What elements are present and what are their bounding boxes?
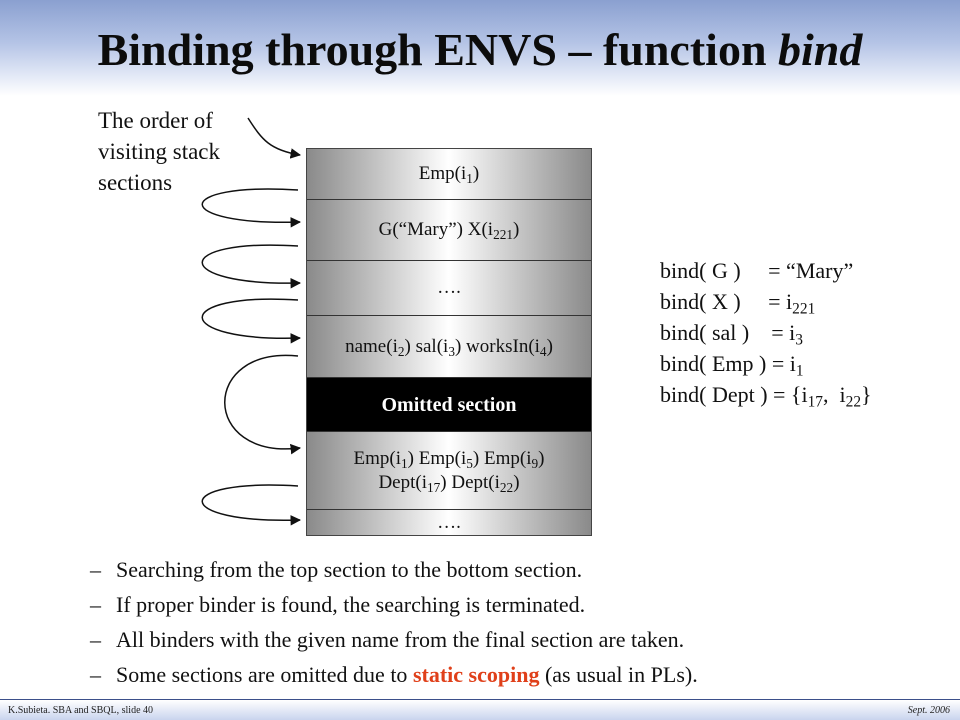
bullet-item: –Searching from the top section to the b… [90, 557, 583, 582]
footer-divider [0, 699, 960, 700]
bind-x: bind( X ) = i221 [660, 289, 816, 318]
order-label-line: visiting stack [98, 139, 221, 164]
title-band [0, 0, 960, 96]
title-italic: bind [778, 24, 863, 75]
footer-author: K.Subieta. SBA and SBQL, slide 40 [8, 705, 154, 716]
title-text: Binding through ENVS – function [97, 24, 779, 75]
arrow-s2-s3 [201, 244, 302, 289]
stack-section-emp: Emp(i1) [307, 149, 591, 200]
bullet-item: –All binders with the given name from th… [90, 627, 685, 652]
bullet-item: –If proper binder is found, the searchin… [90, 592, 586, 617]
footer-date: Sept. 2006 [907, 705, 950, 716]
section-text: …. [437, 511, 461, 533]
section-text: G(“Mary”) X(i221) [378, 219, 520, 242]
arrow-s3-s4 [201, 298, 302, 344]
section-text: Emp(i1) [418, 163, 480, 186]
section-text: Emp(i1) Emp(i5) Emp(i9) Dept(i17) Dept(i… [353, 447, 545, 495]
footer-band [0, 700, 960, 720]
arrow-s4-s6 [224, 354, 302, 455]
bind-emp: bind( Emp ) = i1 [660, 351, 804, 380]
bullet-item: –Some sections are omitted due to static… [90, 662, 698, 687]
order-label: The order of visiting stack sections [98, 105, 220, 198]
bind-results: bind( G ) = “Mary” bind( X ) = i221 bind… [660, 255, 872, 410]
bind-g: bind( G ) = “Mary” [660, 258, 854, 283]
section-text: name(i2) sal(i3) worksIn(i4) [345, 335, 553, 359]
order-label-line: The order of [98, 108, 213, 133]
bind-dept: bind( Dept ) = {i17, i22} [660, 382, 872, 411]
static-scoping-highlight: static scoping [412, 662, 540, 687]
stack-section-emp-dept: Emp(i1) Emp(i5) Emp(i9) Dept(i17) Dept(i… [307, 432, 591, 510]
section-text: Omitted section [381, 393, 517, 416]
arrow-start [247, 117, 302, 159]
stack-section-bottom-ellipsis: …. [307, 510, 591, 535]
bind-sal: bind( sal ) = i3 [660, 320, 803, 349]
stack-section-omitted: Omitted section [307, 378, 591, 432]
environment-stack: Emp(i1) G(“Mary”) X(i221) …. name(i2) sa… [306, 148, 592, 536]
section-text: …. [437, 277, 461, 298]
order-label-line: sections [98, 170, 173, 195]
bullet-list: –Searching from the top section to the b… [90, 552, 950, 692]
stack-section-g-x: G(“Mary”) X(i221) [307, 200, 591, 261]
stack-section-name-sal: name(i2) sal(i3) worksIn(i4) [307, 316, 591, 378]
arrow-s6-s7 [201, 484, 302, 526]
stack-section-ellipsis: …. [307, 261, 591, 316]
slide-title: Binding through ENVS – function bind [0, 22, 960, 78]
